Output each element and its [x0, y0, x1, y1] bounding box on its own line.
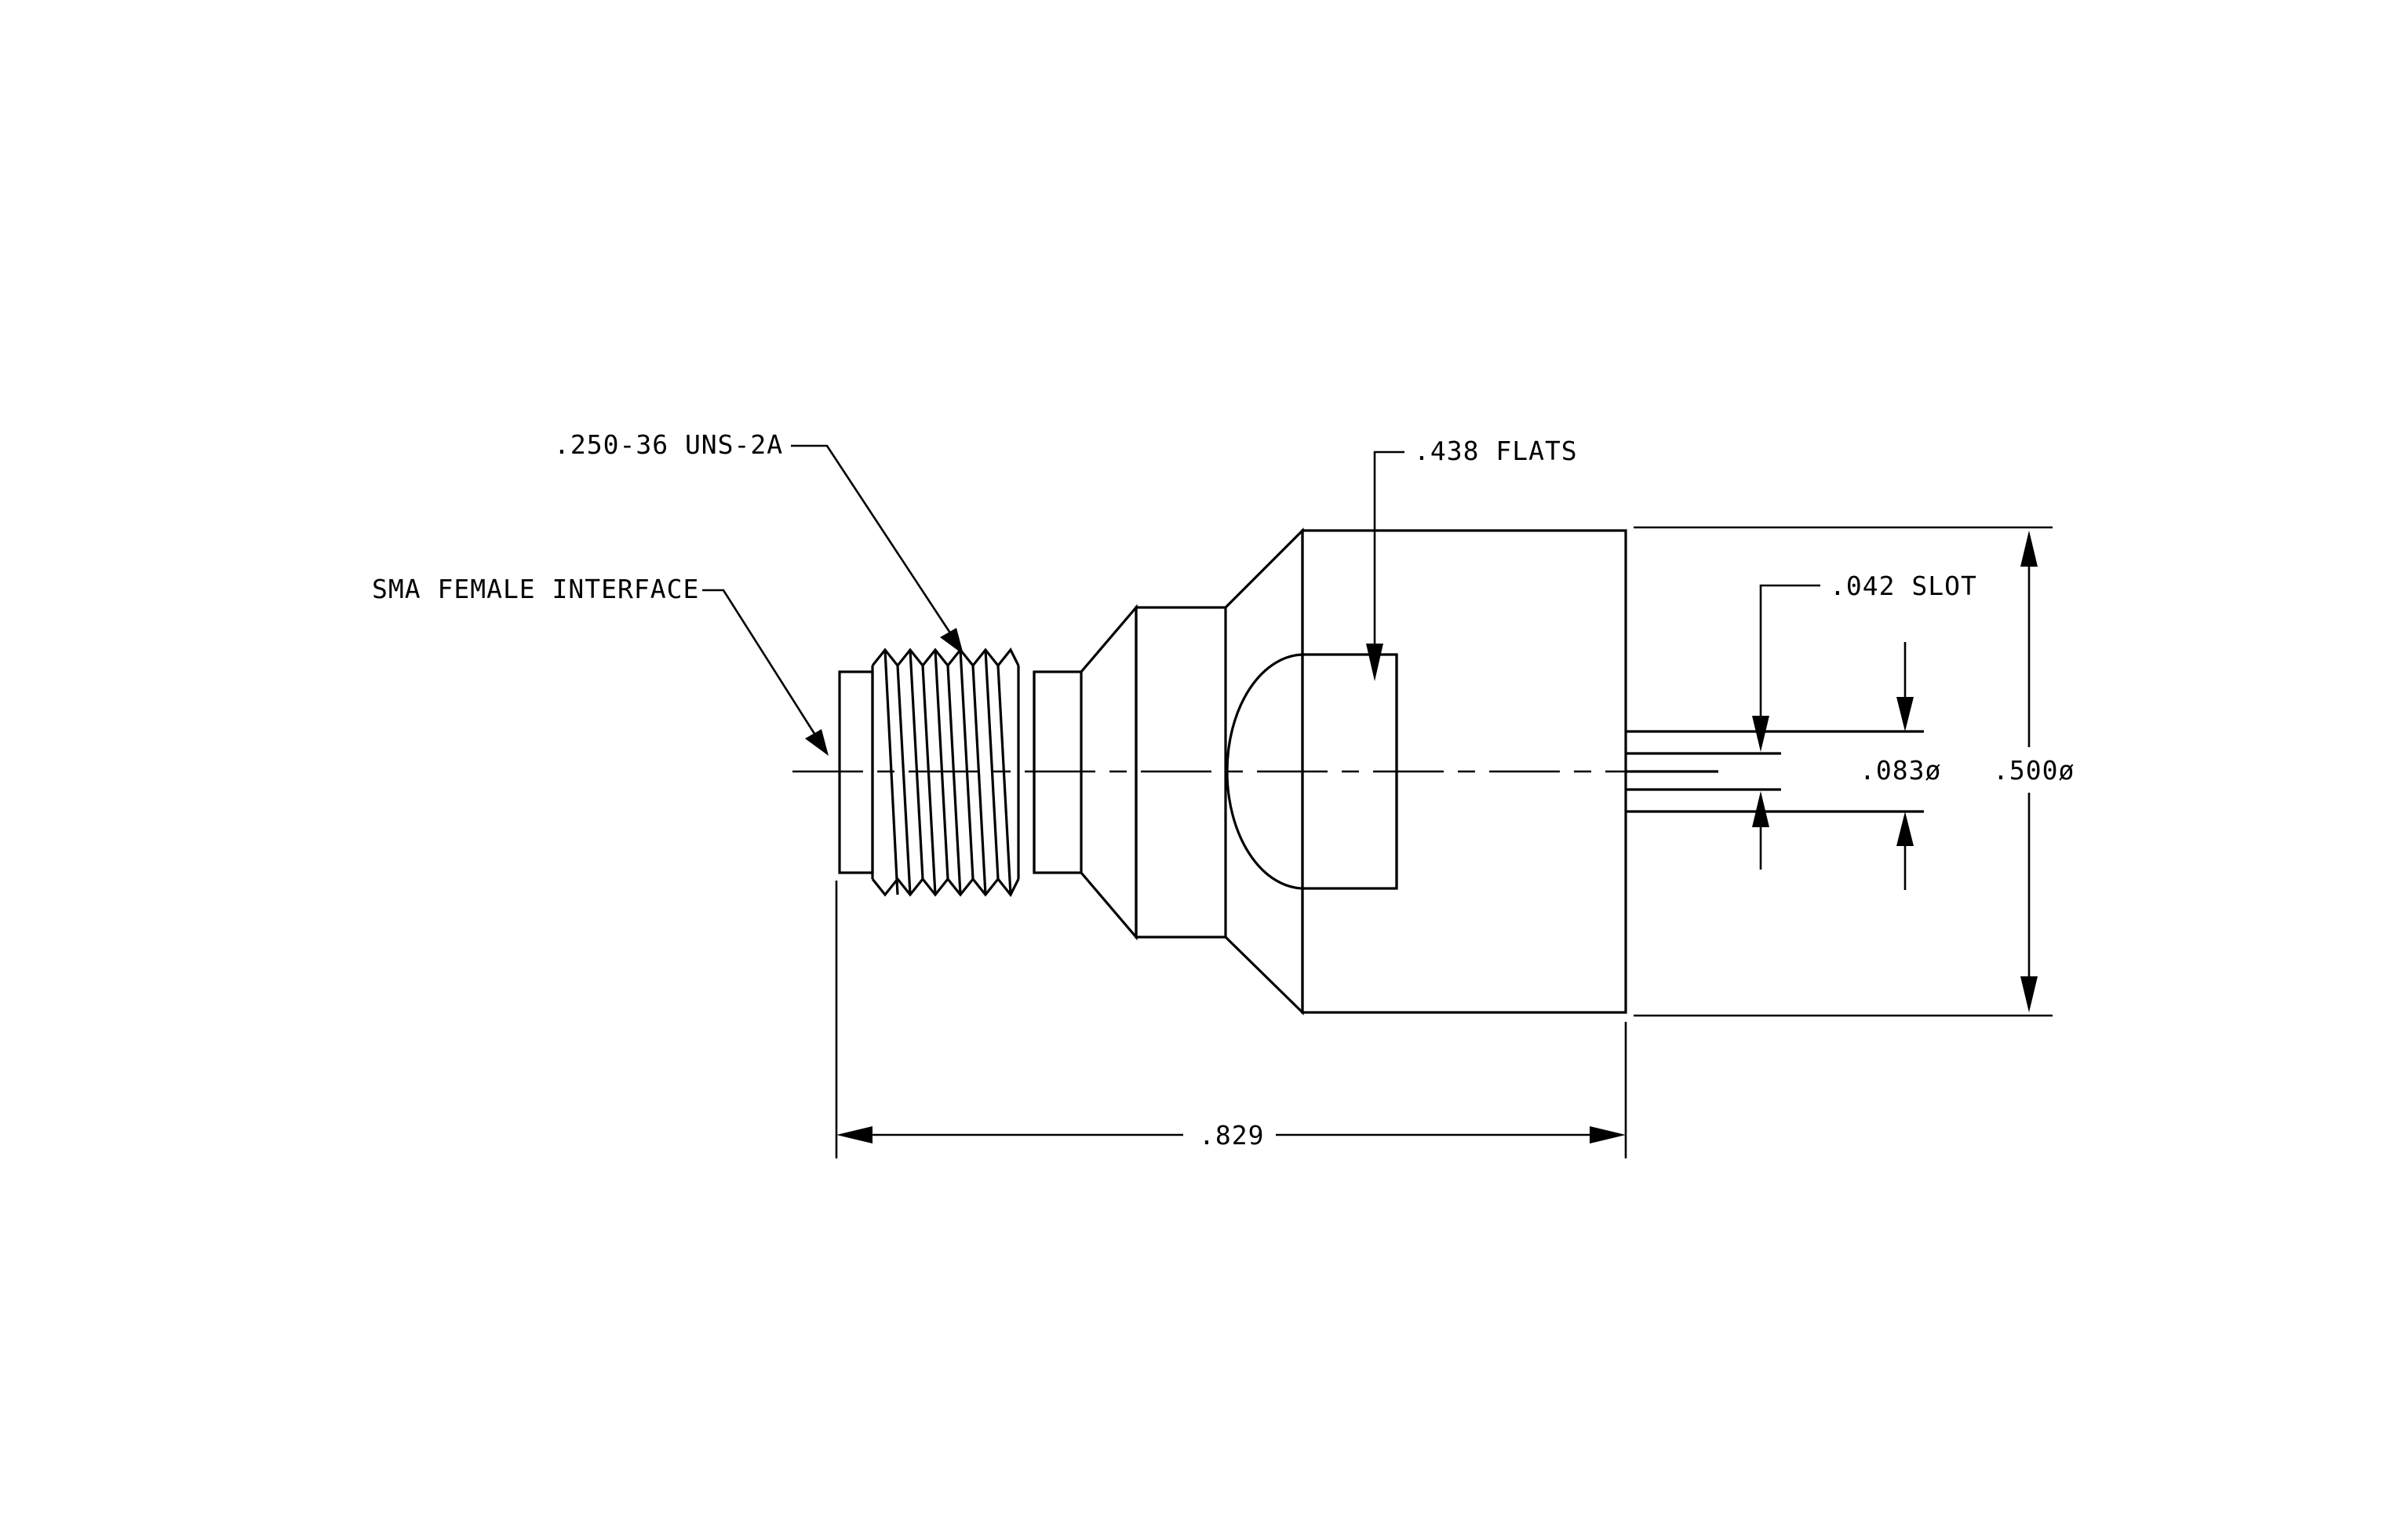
thread-crests-top: [871, 647, 1020, 668]
pin-diameter-label: .083ø: [1860, 755, 1941, 786]
wrench-flat: [1226, 653, 1398, 890]
pin-diameter-dimension: .083ø: [1860, 642, 1941, 890]
connector-body: [838, 527, 1924, 1016]
length-label: .829: [1199, 1120, 1264, 1151]
thread-helix-lines: [883, 649, 1012, 895]
rear-pin: [1626, 730, 1924, 813]
thread-callout: .250-36 UNS-2A: [554, 429, 964, 655]
slot-label: .042 SLOT: [1830, 571, 1977, 601]
flats-label: .438 FLATS: [1414, 436, 1578, 466]
length-dimension: .829: [835, 881, 1627, 1158]
thread-crests-bottom: [871, 877, 1020, 897]
thread-label: .250-36 UNS-2A: [554, 429, 783, 460]
sma-interface-callout: SMA FEMALE INTERFACE: [372, 574, 829, 756]
body-diameter-dimension: .500ø: [1634, 526, 2075, 1017]
body-diameter-label: .500ø: [1993, 755, 2075, 786]
collar: [1135, 606, 1227, 939]
flats-callout: .438 FLATS: [1366, 436, 1578, 681]
sma-interface-label: SMA FEMALE INTERFACE: [372, 574, 699, 604]
slot-callout: .042 SLOT: [1752, 571, 1977, 870]
neck: [1033, 670, 1083, 874]
